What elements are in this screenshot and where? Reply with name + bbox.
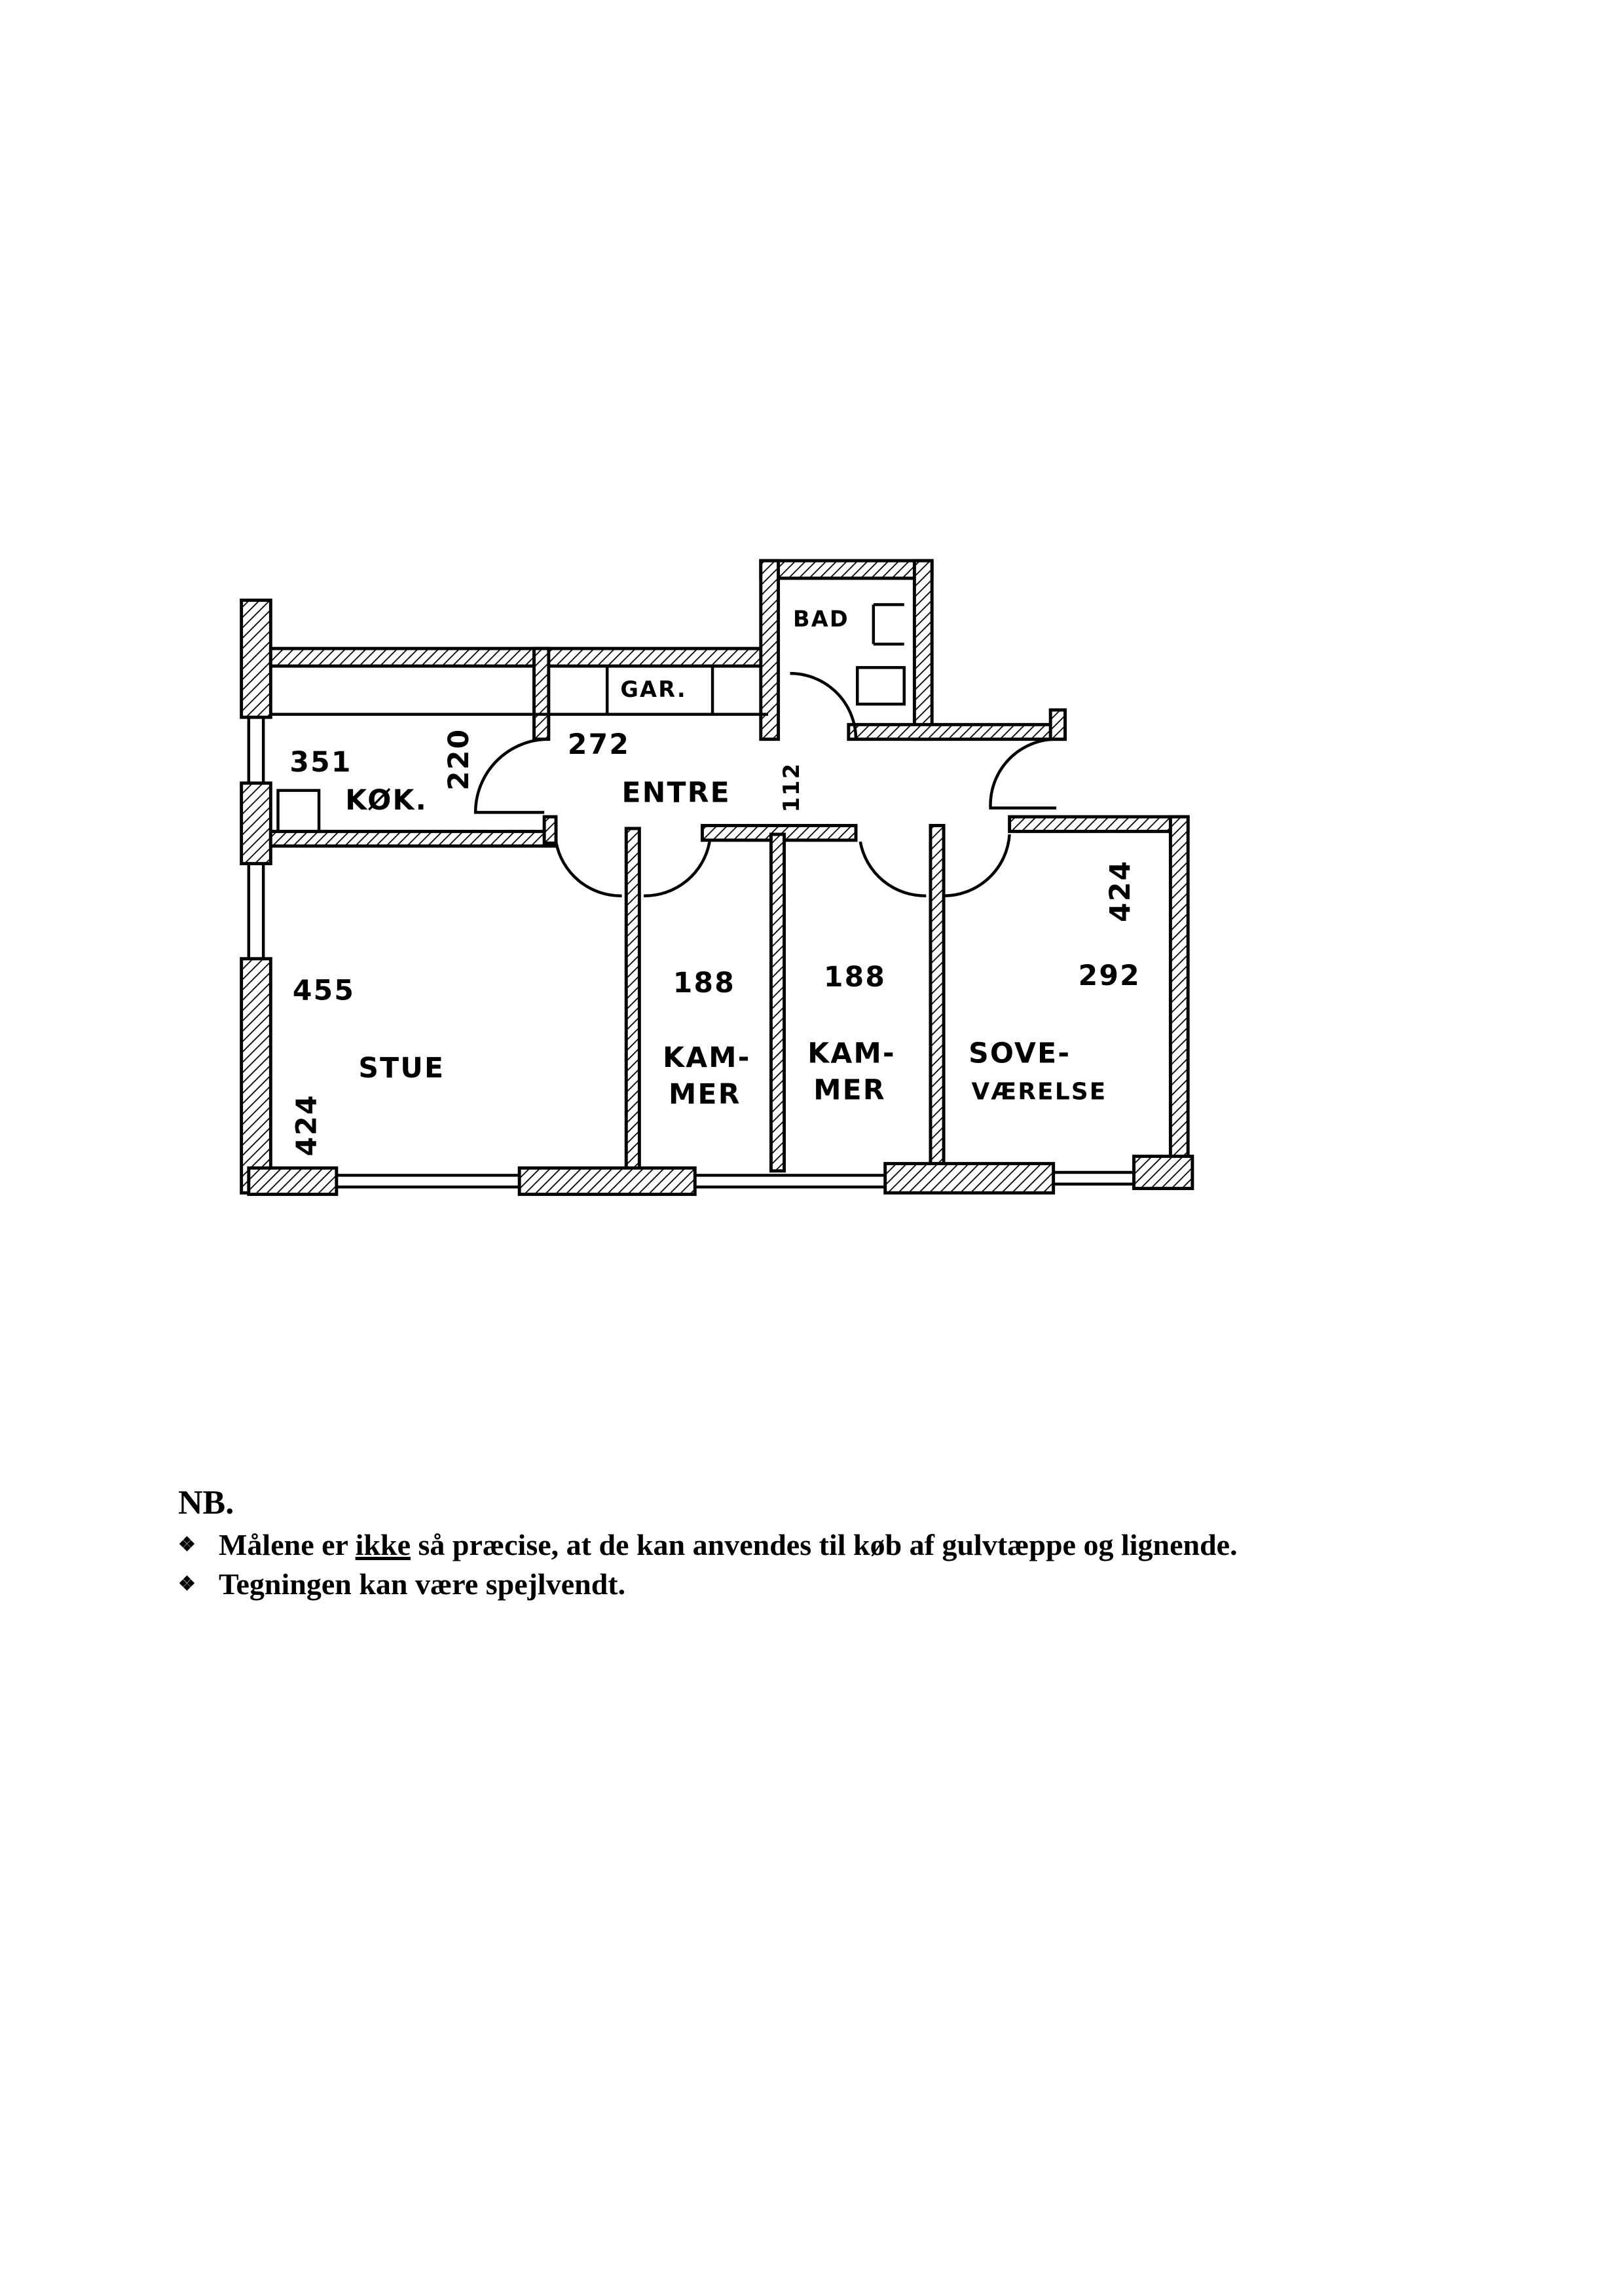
living-label: STUE — [358, 1053, 445, 1085]
room-labels: 351 KØK. 220 272 GAR. ENTRE 112 BAD 455 … — [289, 606, 1141, 1157]
note-item: ❖ Målene er ikke så præcise, at de kan a… — [178, 1525, 1238, 1564]
notes-heading: NB. — [178, 1484, 234, 1521]
diamond-bullet-icon: ❖ — [178, 1533, 196, 1556]
note-item: ❖ Tegningen kan være spejlvendt. — [178, 1564, 1238, 1603]
diamond-bullet-icon: ❖ — [178, 1573, 196, 1595]
bedroom-label-2: VÆRELSE — [972, 1078, 1107, 1105]
hall-depth: 112 — [779, 762, 804, 813]
room1-label-2: MER — [669, 1079, 741, 1111]
note-text: Målene er ikke så præcise, at de kan anv… — [219, 1527, 1238, 1562]
note-text-part: så præcise, at de kan anvendes til køb a… — [411, 1527, 1238, 1561]
hall-width: 272 — [568, 729, 630, 761]
bedroom-width: 292 — [1079, 960, 1141, 992]
room2-label-1: KAM- — [807, 1037, 896, 1070]
walls — [240, 559, 1194, 1196]
living-width: 455 — [293, 975, 355, 1007]
hall-label: ENTRE — [622, 777, 731, 810]
cabinet-label: GAR. — [620, 677, 687, 702]
notes-section: NB. ❖ Målene er ikke så præcise, at de k… — [178, 1483, 1238, 1603]
note-text: Tegningen kan være spejlvendt. — [219, 1567, 626, 1601]
kitchen-depth: 220 — [443, 728, 475, 791]
kitchen-width: 351 — [289, 747, 352, 779]
room1-width: 188 — [673, 967, 735, 999]
living-depth: 424 — [291, 1094, 323, 1156]
room2-label-2: MER — [813, 1074, 886, 1106]
bedroom-label-1: SOVE- — [969, 1037, 1071, 1070]
bath-label: BAD — [793, 606, 849, 632]
room1-label-1: KAM- — [663, 1042, 751, 1074]
room2-width: 188 — [824, 961, 886, 994]
note-text-part: Målene er — [219, 1527, 356, 1561]
kitchen-label: KØK. — [345, 785, 428, 817]
note-underlined-word: ikke — [355, 1527, 411, 1561]
bedroom-depth: 424 — [1105, 860, 1137, 922]
windows-and-fixtures — [247, 603, 1134, 1189]
